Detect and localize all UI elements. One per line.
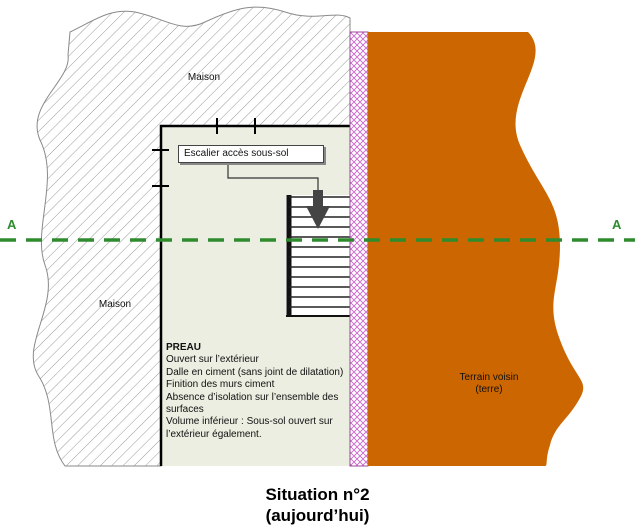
stair-arrow: [227, 163, 330, 229]
terrain-sub-label: (terre): [475, 384, 502, 395]
boundary-strip: [349, 31, 369, 467]
maison-left-label: Maison: [99, 299, 131, 310]
section-label-left: A: [7, 217, 17, 232]
escalier-callout: Escalier accès sous-sol: [178, 145, 324, 163]
section-label-right: A: [612, 217, 622, 232]
preau-line: Volume inférieur : Sous-sol ouvert sur l…: [166, 416, 333, 440]
terrain-voisin-area: [368, 32, 584, 466]
preau-walls: [159, 124, 350, 466]
preau-line: Finition des murs ciment: [166, 379, 275, 391]
terrain-label: Terrain voisin: [460, 372, 519, 383]
preau-description: PREAU Ouvert sur l’extérieur Dalle en ci…: [166, 342, 346, 441]
preau-line: Dalle en ciment (sans joint de dilatatio…: [166, 366, 344, 378]
caption-subtitle: (aujourd’hui): [265, 506, 370, 525]
maison-top-label: Maison: [188, 72, 220, 83]
caption-title: Situation n°2: [265, 485, 370, 504]
opening-ticks: [152, 118, 256, 187]
preau-line: Ouvert sur l’extérieur: [166, 354, 259, 366]
preau-title: PREAU: [166, 342, 202, 353]
maison-area: [32, 6, 351, 467]
figure-caption: Situation n°2 (aujourd’hui): [0, 484, 635, 526]
preau-line: Absence d’isolation sur l’ensemble des s…: [166, 391, 339, 416]
